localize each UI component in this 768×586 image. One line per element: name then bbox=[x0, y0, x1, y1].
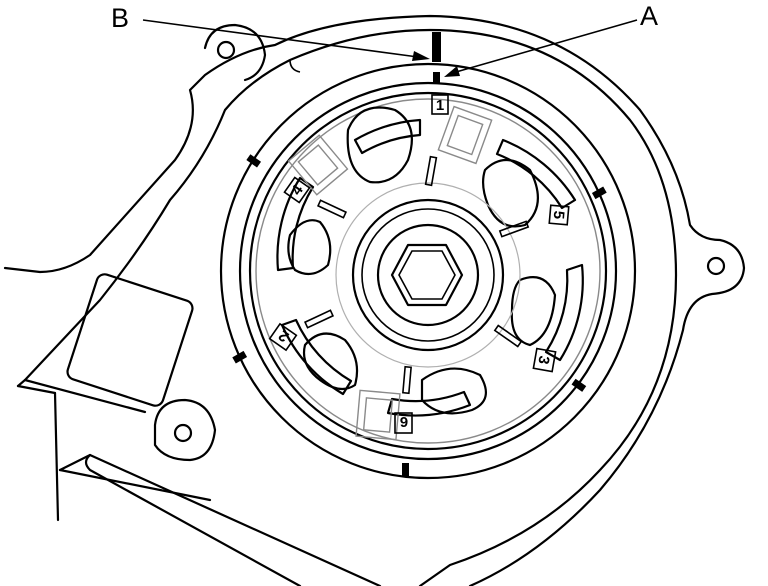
rotor-windows bbox=[287, 105, 493, 441]
rotor-slits bbox=[303, 155, 530, 395]
cylinder-label-1: 1 bbox=[431, 94, 449, 115]
callout-b-label: B bbox=[111, 3, 129, 33]
cylinder-label-5: 5 bbox=[548, 204, 570, 226]
timing-mark-a bbox=[433, 72, 440, 84]
cylinder-label-6: 6 bbox=[394, 412, 413, 434]
svg-text:5: 5 bbox=[550, 210, 568, 220]
callout-a: A bbox=[444, 1, 658, 77]
hex-nut bbox=[390, 243, 464, 307]
hub bbox=[335, 182, 521, 368]
svg-text:3: 3 bbox=[534, 354, 552, 365]
callout-b: B bbox=[111, 3, 430, 61]
engine-housing bbox=[3, 14, 746, 586]
timing-mark-b bbox=[432, 32, 441, 62]
cylinder-label-3: 3 bbox=[532, 347, 557, 373]
rotor bbox=[219, 62, 637, 480]
rotor-holes bbox=[287, 106, 557, 415]
callout-a-label: A bbox=[640, 1, 658, 31]
svg-text:6: 6 bbox=[400, 413, 408, 430]
cylinder-number-labels: 1 5 3 6 2 4 bbox=[268, 94, 570, 434]
svg-text:1: 1 bbox=[436, 97, 444, 114]
timing-marks bbox=[232, 32, 607, 477]
